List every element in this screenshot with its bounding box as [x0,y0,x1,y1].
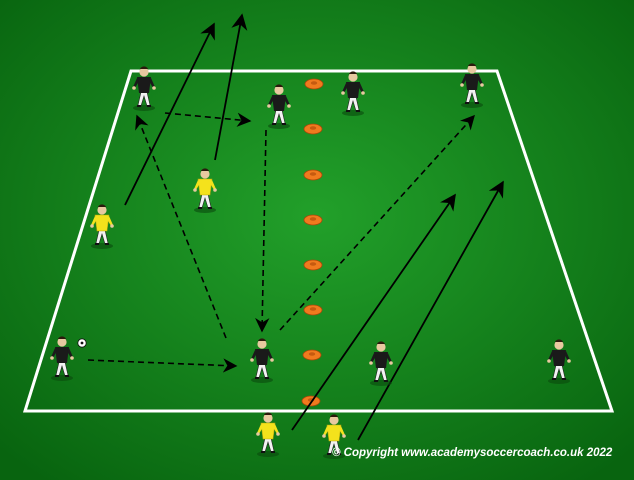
ball-icon [77,338,87,348]
pass-arrows [87,112,475,373]
copyright-notice: © Copyright www.academysoccercoach.co.uk… [332,447,613,459]
cone-2 [303,123,323,135]
cone-4 [303,214,323,226]
pitch-boundary [22,69,615,413]
cone-7 [302,349,322,361]
cone-6 [303,304,323,316]
pass-arrow [279,114,475,331]
pass-arrow [255,129,270,333]
pass-arrow [87,358,238,373]
run-arrow [357,180,504,441]
run-arrow [214,13,248,161]
cone-5 [303,259,323,271]
run-arrow [124,22,215,206]
cone-8 [301,395,321,407]
run-arrow [291,193,456,431]
cone-3 [303,169,323,181]
pass-arrow [164,112,252,127]
cone-1 [304,78,324,90]
run-arrows [124,13,504,441]
